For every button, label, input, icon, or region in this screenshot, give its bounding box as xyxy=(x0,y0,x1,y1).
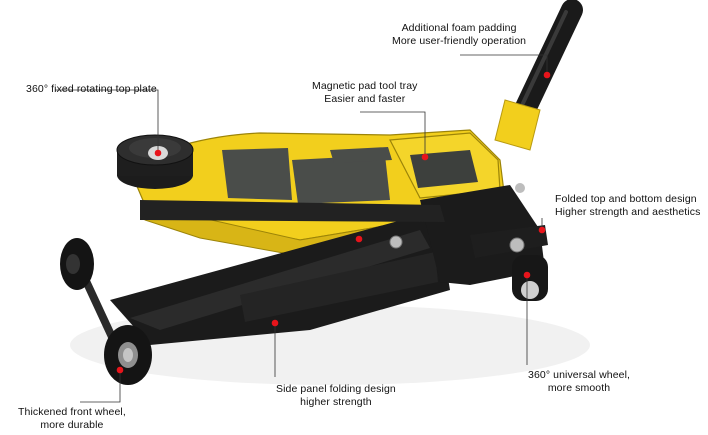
callout-foam-padding-line1: Additional foam padding xyxy=(401,22,517,34)
front-wheels xyxy=(60,238,152,385)
callout-folded-design-line2: Higher strength and aesthetics xyxy=(555,205,701,218)
callout-universal-wheel-line1: 360° universal wheel, xyxy=(528,369,631,381)
callout-front-wheel-line2: more durable xyxy=(40,418,104,431)
jack-handle xyxy=(494,0,583,151)
callout-tool-tray-line2: Easier and faster xyxy=(324,92,406,105)
callout-folded-design: Folded top and bottom design Higher stre… xyxy=(555,193,700,218)
callout-foam-padding: Additional foam padding More user-friend… xyxy=(392,22,526,47)
rear-caster-wheel xyxy=(389,183,548,301)
callout-tool-tray-line1: Magnetic pad tool tray xyxy=(312,80,418,92)
callout-top-plate-line1: 360° fixed rotating top plate xyxy=(26,83,157,95)
callout-tool-tray: Magnetic pad tool tray Easier and faster xyxy=(312,80,418,105)
callout-folded-design-line1: Folded top and bottom design xyxy=(555,193,697,205)
leader-lines xyxy=(55,54,548,403)
callout-front-wheel: Thickened front wheel, more durable xyxy=(18,406,126,431)
side-frame xyxy=(110,185,545,345)
callout-front-wheel-line1: Thickened front wheel, xyxy=(18,406,126,418)
callout-universal-wheel: 360° universal wheel, more smooth xyxy=(528,369,630,394)
top-plate xyxy=(116,134,194,189)
callout-side-panel-line2: higher strength xyxy=(300,395,372,408)
callout-foam-padding-line2: More user-friendly operation xyxy=(392,34,527,47)
callout-side-panel-line1: Side panel folding design xyxy=(276,383,396,395)
callout-top-plate: 360° fixed rotating top plate xyxy=(26,83,157,96)
callout-markers xyxy=(116,71,551,374)
callout-universal-wheel-line2: more smooth xyxy=(547,381,611,394)
callout-side-panel: Side panel folding design higher strengt… xyxy=(276,383,396,408)
